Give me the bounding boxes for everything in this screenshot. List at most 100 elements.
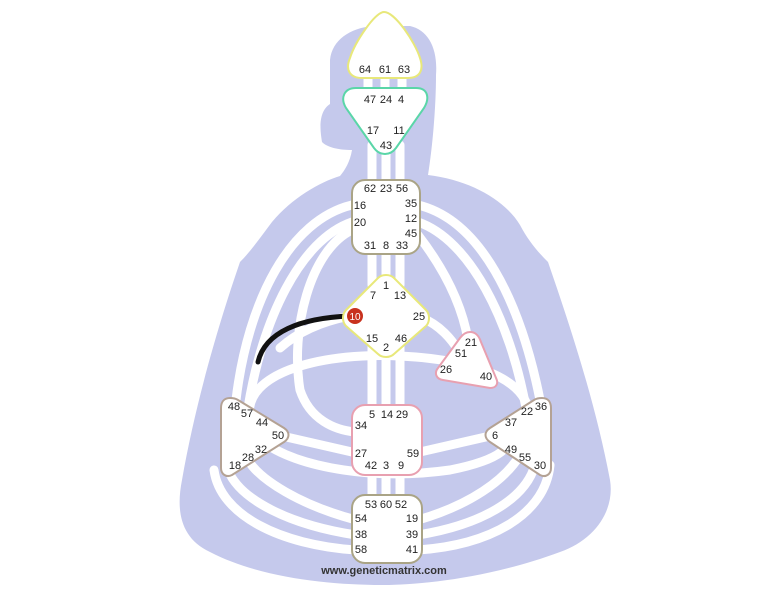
gate-16: 16 (354, 200, 366, 212)
sacral-center: 5 14 29 34 27 59 42 3 9 (351, 404, 423, 476)
watermark-url: www.geneticmatrix.com (320, 565, 447, 577)
gate-8: 8 (383, 240, 389, 252)
channel-58-18 (209, 465, 361, 555)
channel-45-21 (413, 230, 473, 345)
channel-20-57 (243, 217, 357, 413)
gate-24: 24 (380, 94, 392, 106)
root-center: 53 60 52 54 19 38 39 58 41 (351, 494, 423, 564)
root-center-shape (351, 494, 423, 564)
gate-53: 53 (365, 499, 377, 511)
channel-12-22 (413, 217, 531, 413)
gate-61: 61 (379, 64, 391, 76)
spleen-center-shape (220, 396, 290, 478)
gate-33: 33 (396, 240, 408, 252)
gate-19: 19 (406, 513, 418, 525)
gate-22: 22 (521, 406, 533, 418)
gate-60: 60 (380, 499, 392, 511)
head-center-shape (347, 10, 423, 79)
gate-23: 23 (380, 183, 392, 195)
gate-38: 38 (355, 529, 367, 541)
gate-58: 58 (355, 544, 367, 556)
ajna-center: 47 24 4 17 11 43 (342, 87, 429, 155)
gate-44: 44 (256, 417, 268, 429)
sacral-center-shape (351, 404, 423, 476)
gate-52: 52 (395, 499, 407, 511)
heart-center-shape (434, 330, 499, 390)
channel-41-30 (413, 460, 555, 555)
gate-40: 40 (480, 371, 492, 383)
gate-59: 59 (407, 448, 419, 460)
gate-2: 2 (383, 342, 389, 354)
defined-channel-10 (255, 313, 353, 365)
gate-21: 21 (465, 337, 477, 349)
channel-35-36 (413, 200, 545, 405)
g-center-shape (342, 274, 430, 358)
gate-26: 26 (440, 364, 452, 376)
gate-1: 1 (383, 280, 389, 292)
gate-35: 35 (405, 198, 417, 210)
gate-64: 64 (359, 64, 371, 76)
gate-63: 63 (398, 64, 410, 76)
channel-54-32 (243, 455, 361, 525)
gate-15: 15 (366, 333, 378, 345)
gate-7: 7 (370, 290, 376, 302)
gate-11: 11 (393, 125, 404, 137)
gate-32: 32 (255, 444, 267, 456)
gate-45: 45 (405, 228, 417, 240)
gate-29: 29 (396, 409, 408, 421)
gate-48: 48 (228, 401, 240, 413)
channel-19-49 (413, 450, 525, 525)
gate-62: 62 (364, 183, 376, 195)
channel-38-28 (223, 465, 361, 540)
gate-12: 12 (405, 213, 417, 225)
channel-59-6 (415, 431, 495, 457)
gate-39: 39 (406, 529, 418, 541)
channel-50-27 (277, 431, 357, 457)
gate-54: 54 (355, 513, 367, 525)
gate-37: 37 (505, 417, 517, 429)
gate-49: 49 (505, 444, 517, 456)
gate-34: 34 (355, 420, 367, 432)
gate-20: 20 (354, 217, 366, 229)
gate-55: 55 (519, 452, 531, 464)
gate-4: 4 (398, 94, 404, 106)
throat-center-shape (351, 179, 421, 255)
spleen-center: 48 57 44 50 32 28 18 (220, 396, 290, 478)
active-gate-10-marker (347, 308, 363, 324)
head-center: 64 61 63 (347, 10, 423, 79)
gate-43: 43 (380, 140, 392, 152)
gate-25: 25 (413, 311, 425, 323)
gate-46: 46 (395, 333, 407, 345)
gate-30: 30 (534, 460, 546, 472)
gate-10: 10 (349, 312, 361, 323)
gate-17: 17 (367, 125, 379, 137)
heart-center: 21 51 26 40 (434, 330, 499, 390)
g-center: 1 7 13 10 25 15 46 2 (342, 274, 430, 358)
gate-42: 42 (365, 460, 377, 472)
gate-31: 31 (364, 240, 376, 252)
channel-39-55 (413, 460, 540, 540)
gate-36: 36 (535, 401, 547, 413)
solar-plexus-center: 36 22 37 6 49 55 30 (484, 396, 552, 478)
gate-28: 28 (242, 452, 254, 464)
gate-18: 18 (229, 460, 241, 472)
gate-47: 47 (364, 94, 376, 106)
gate-3: 3 (383, 460, 389, 472)
gate-27: 27 (355, 448, 367, 460)
gate-41: 41 (406, 544, 418, 556)
gate-13: 13 (394, 290, 406, 302)
throat-center: 62 23 56 16 35 20 12 45 31 8 33 (351, 179, 421, 255)
gate-56: 56 (396, 183, 408, 195)
gate-14: 14 (381, 409, 393, 421)
gate-5: 5 (369, 409, 375, 421)
channel-16-48 (231, 200, 357, 405)
solar-plexus-center-shape (484, 396, 552, 478)
gate-51: 51 (455, 348, 467, 360)
gate-50: 50 (272, 430, 284, 442)
gate-6: 6 (492, 430, 498, 442)
channel-sacral-loop (244, 350, 534, 435)
gate-9: 9 (398, 460, 404, 472)
gate-57: 57 (241, 408, 253, 420)
